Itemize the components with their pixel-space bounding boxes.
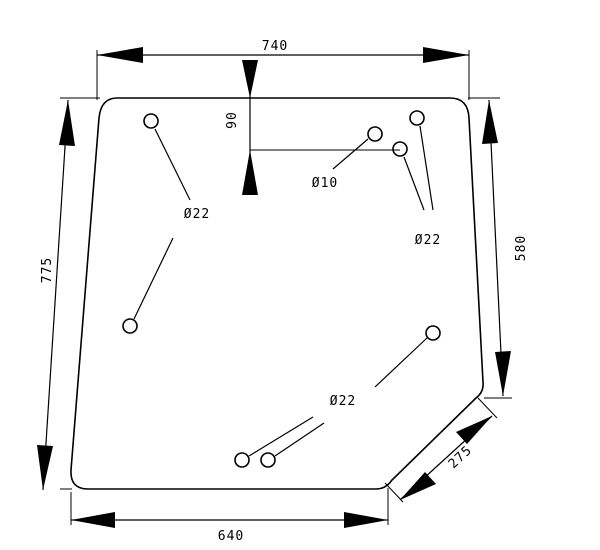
dimension-right xyxy=(482,99,511,397)
dim-label-top-width: 740 xyxy=(262,39,288,54)
dimension-top xyxy=(97,47,469,63)
panel-outline xyxy=(70,97,484,490)
callout-right-holes: Ø22 xyxy=(415,233,441,248)
dim-label-left-height: 775 xyxy=(40,257,55,283)
dim-label-hole-offset: 90 xyxy=(225,111,240,129)
hole-left-middle xyxy=(122,318,138,334)
hole-right-upper xyxy=(392,141,408,157)
dim-label-bottom-width: 640 xyxy=(218,529,244,544)
hole-small xyxy=(367,126,383,142)
hole-right-lower xyxy=(425,325,441,341)
leader-lines xyxy=(133,125,434,457)
dimension-bottom xyxy=(71,512,388,528)
callout-left-hole: Ø22 xyxy=(184,207,210,222)
extension-lines xyxy=(60,50,512,525)
hole-bottom-left xyxy=(234,452,250,468)
dimension-left xyxy=(37,99,75,491)
hole-top-right xyxy=(409,110,425,126)
dim-label-chamfer: 275 xyxy=(446,443,476,472)
dimension-hole-offset xyxy=(242,60,400,195)
hole-top-left xyxy=(143,113,159,129)
hole-bottom-right xyxy=(260,452,276,468)
dim-label-right-height: 580 xyxy=(514,235,529,261)
callout-bottom-holes: Ø22 xyxy=(330,394,356,409)
dimension-chamfer xyxy=(399,415,493,501)
callout-small-hole: Ø10 xyxy=(312,176,338,191)
